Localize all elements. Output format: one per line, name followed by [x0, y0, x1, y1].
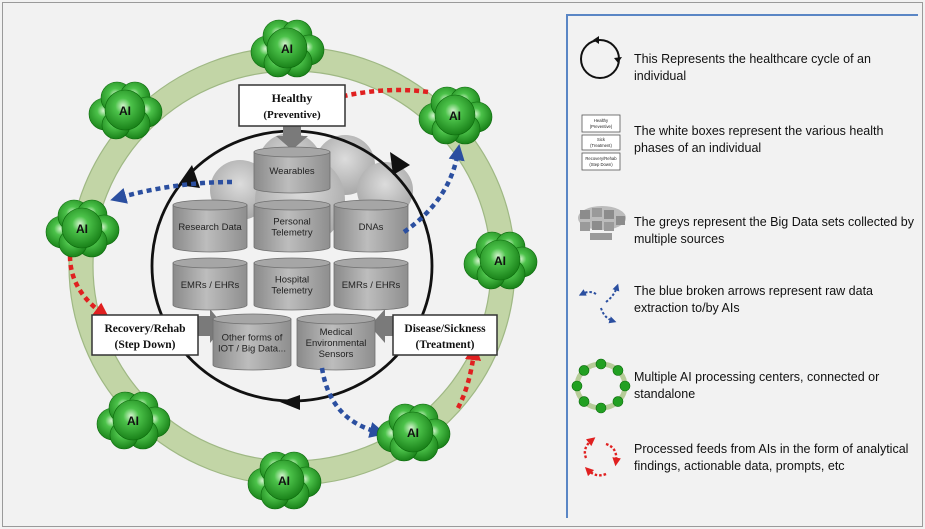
- legend-cycle-text: This Represents the healthcare cycle of …: [634, 52, 871, 83]
- phase-disease-subtitle: (Treatment): [416, 339, 475, 351]
- legend-ai-node-icon: [578, 365, 590, 376]
- ai-cloud-label: AI: [407, 426, 419, 440]
- legend-ai-node-icon: [595, 358, 607, 370]
- legend-mini-stepdown: (Step Down): [589, 162, 613, 167]
- phase-healthy-subtitle: (Preventive): [263, 109, 321, 121]
- legend-ai-node-icon: [612, 365, 624, 376]
- legend-boxes-icon: Healthy (Preventive) Sick (Treatment) Re…: [581, 114, 621, 171]
- phase-healthy-title: Healthy: [272, 91, 313, 105]
- data-set-personal-label: Personal: [273, 217, 311, 228]
- data-set-dnas: DNAs: [333, 199, 409, 253]
- ai-cloud-icon: AI: [247, 451, 322, 510]
- data-set-medical-label: Sensors: [319, 349, 354, 360]
- legend-ai-node-icon: [595, 402, 607, 414]
- legend-greys-icon: [578, 206, 626, 240]
- ai-processing-centers: AI AI AI AI AI AI AI AI: [45, 19, 538, 510]
- data-set-hospital-label: Telemetry: [271, 286, 312, 297]
- ai-cloud-icon: AI: [45, 199, 120, 258]
- legend-mini-healthy: Healthy: [594, 118, 609, 123]
- legend-mini-preventive: (Preventive): [590, 124, 613, 129]
- legend-red-text: Processed feeds from AIs in the form of …: [634, 442, 909, 473]
- legend-blue-text: The blue broken arrows represent raw dat…: [634, 284, 874, 315]
- data-set-personal-label: Telemetry: [271, 228, 312, 239]
- ai-cloud-label: AI: [281, 42, 293, 56]
- data-set-dnas-label: DNAs: [359, 222, 384, 233]
- cycle-arrow-bottom: [280, 395, 300, 410]
- legend-ai-centers-icon: [571, 358, 631, 414]
- ai-cloud-label: AI: [449, 109, 461, 123]
- phase-box-disease: Disease/Sickness (Treatment): [392, 314, 498, 356]
- legend-ai-node-icon: [612, 396, 624, 407]
- data-set-wearables: Wearables: [253, 146, 331, 194]
- data-set-iot-label: IOT / Big Data...: [218, 344, 286, 355]
- data-set-medical-label: Environmental: [306, 338, 367, 349]
- red-arrow-ai-to-disease: [456, 343, 482, 410]
- cycle-arrow-right: [390, 152, 410, 175]
- data-set-emr-left-label: EMRs / EHRs: [181, 280, 240, 291]
- ai-cloud-label: AI: [76, 222, 88, 236]
- ai-cloud-icon: AI: [376, 403, 451, 462]
- phase-recovery-subtitle: (Step Down): [114, 339, 175, 351]
- legend-cycle-icon: [580, 36, 622, 79]
- data-set-emr-left: EMRs / EHRs: [172, 257, 248, 311]
- legend-boxes-text: The white boxes represent the various he…: [634, 124, 884, 155]
- legend-mini-sick: Sick: [597, 137, 606, 142]
- blue-arrow-dna-to-ai: [402, 144, 465, 234]
- legend-red-arrows-icon: [583, 437, 621, 477]
- ai-cloud-label: AI: [494, 254, 506, 268]
- data-set-iot-label: Other forms of: [222, 333, 283, 344]
- legend-icons: Healthy (Preventive) Sick (Treatment) Re…: [571, 36, 631, 477]
- data-set-research: Research Data: [172, 199, 248, 253]
- legend-mini-treatment: (Treatment): [590, 143, 612, 148]
- recovery-connector-arrow: [198, 309, 224, 343]
- phase-box-recovery: Recovery/Rehab (Step Down): [91, 314, 199, 356]
- ai-cloud-label: AI: [119, 104, 131, 118]
- phase-recovery-title: Recovery/Rehab: [104, 323, 185, 335]
- healthy-connector-arrow: [276, 126, 308, 150]
- legend-ai-centers-text: Multiple AI processing centers, connecte…: [634, 370, 880, 401]
- ai-cloud-label: AI: [127, 414, 139, 428]
- legend-blue-arrows-icon: [578, 283, 620, 324]
- phase-disease-title: Disease/Sickness: [404, 323, 486, 335]
- data-set-hospital-label: Hospital: [275, 275, 309, 286]
- legend-panel: [566, 14, 918, 518]
- blue-arrow-sensors-to-ai: [319, 367, 386, 438]
- legend-greys-text: The greys represent the Big Data sets co…: [634, 215, 915, 246]
- ai-cloud-icon: AI: [250, 19, 325, 78]
- ai-cloud-icon: AI: [88, 81, 163, 140]
- data-set-emr-right-label: EMRs / EHRs: [342, 280, 401, 291]
- disease-connector-arrow: [370, 309, 395, 343]
- legend-ai-node-icon: [571, 380, 583, 392]
- legend-ai-node-icon: [619, 380, 631, 392]
- legend-ai-node-icon: [578, 396, 590, 407]
- legend-mini-recovery: Recovery/Rehab: [585, 156, 617, 161]
- data-set-medical-label: Medical: [320, 327, 353, 338]
- data-set-emr-right: EMRs / EHRs: [333, 257, 409, 311]
- blue-arrow-research-to-ai: [110, 179, 233, 204]
- ai-cloud-icon: AI: [96, 391, 171, 450]
- ai-cloud-label: AI: [278, 474, 290, 488]
- data-set-wearables-label: Wearables: [269, 166, 314, 177]
- ai-cloud-icon: AI: [418, 86, 493, 145]
- ai-cloud-icon: AI: [463, 231, 538, 290]
- phase-box-healthy: Healthy (Preventive): [238, 84, 346, 127]
- data-set-research-label: Research Data: [178, 222, 242, 233]
